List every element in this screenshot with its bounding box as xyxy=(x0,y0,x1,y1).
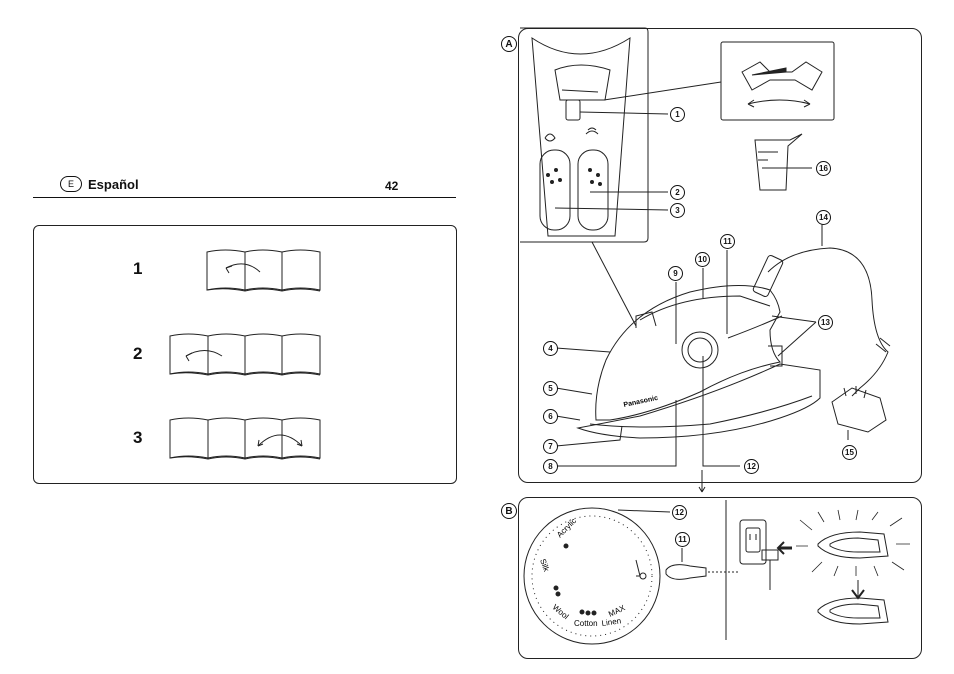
callout-7: 7 xyxy=(543,439,558,454)
iron-soleplate xyxy=(578,364,820,438)
power-plug xyxy=(832,388,886,432)
callout-8: 8 xyxy=(543,459,558,474)
callout-16: 16 xyxy=(816,161,831,176)
callout-4: 4 xyxy=(543,341,558,356)
dial-label-wool: Wool xyxy=(551,603,571,622)
callout-13: 13 xyxy=(818,315,833,330)
callout-5: 5 xyxy=(543,381,558,396)
callout-b-12: 12 xyxy=(672,505,687,520)
dial-label-cotton: Cotton xyxy=(574,619,598,628)
callout-11: 11 xyxy=(720,234,735,249)
callout-b-11: 11 xyxy=(675,532,690,547)
iron-handle-top xyxy=(636,312,656,328)
dial-label-silk: Silk xyxy=(538,558,551,574)
callout-1: 1 xyxy=(670,107,685,122)
temperature-dial xyxy=(682,332,718,368)
callout-10: 10 xyxy=(695,252,710,267)
callout-2: 2 xyxy=(670,185,685,200)
callout-15: 15 xyxy=(842,445,857,460)
soleplate-top-view-glow xyxy=(818,532,888,558)
callout-12: 12 xyxy=(744,459,759,474)
callout-3: 3 xyxy=(670,203,685,218)
callout-14: 14 xyxy=(816,210,831,225)
callout-6: 6 xyxy=(543,409,558,424)
measuring-cup xyxy=(755,134,802,190)
iron-brand-label: Panasonic xyxy=(623,395,659,409)
callout-9: 9 xyxy=(668,266,683,281)
small-iron-icon xyxy=(666,565,706,580)
dial-label-acrylic: Acrylic xyxy=(555,516,578,539)
soleplate-top-view xyxy=(818,598,888,624)
